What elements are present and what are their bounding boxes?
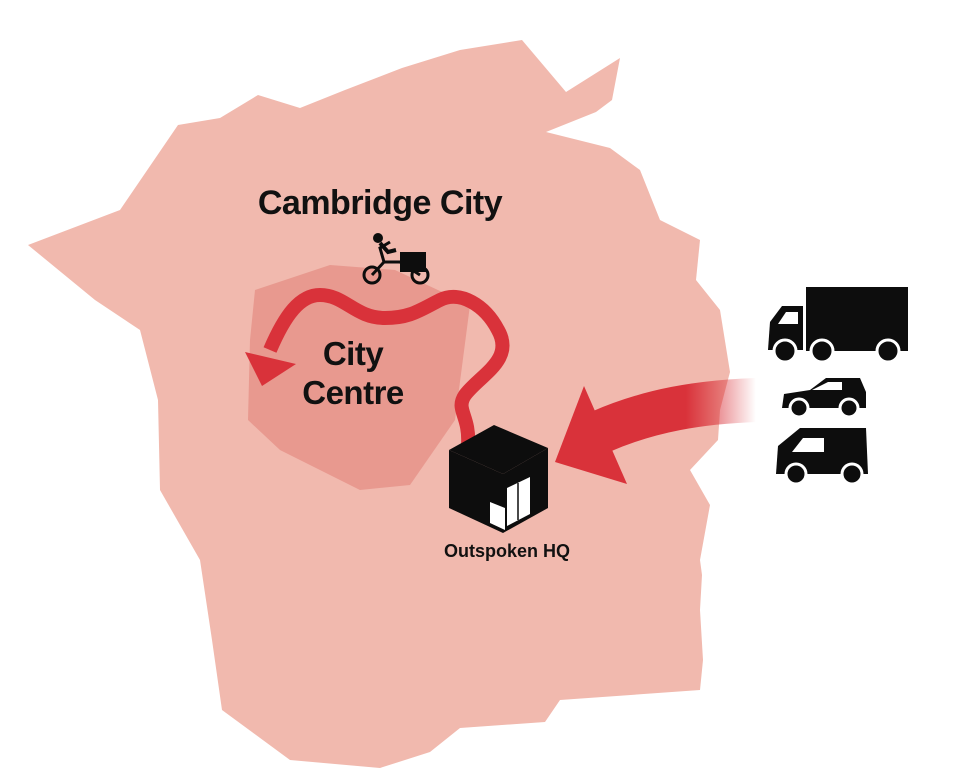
city-centre-area bbox=[248, 265, 470, 490]
lorry-icon bbox=[768, 287, 908, 364]
incoming-freight-arrowhead bbox=[555, 386, 627, 484]
centre-label-line2: Centre bbox=[302, 374, 404, 411]
cargo-bike-icon bbox=[362, 233, 430, 285]
hq-label: Outspoken HQ bbox=[444, 541, 570, 561]
region-label: Cambridge City bbox=[258, 184, 503, 222]
bike-route-arrowhead bbox=[245, 352, 296, 386]
van-icon bbox=[776, 428, 868, 486]
incoming-freight-arrow bbox=[591, 378, 757, 453]
bike-route-arrow bbox=[263, 287, 510, 446]
centre-label-line1: City bbox=[323, 335, 384, 372]
warehouse-icon bbox=[449, 425, 548, 533]
car-icon bbox=[782, 378, 866, 419]
